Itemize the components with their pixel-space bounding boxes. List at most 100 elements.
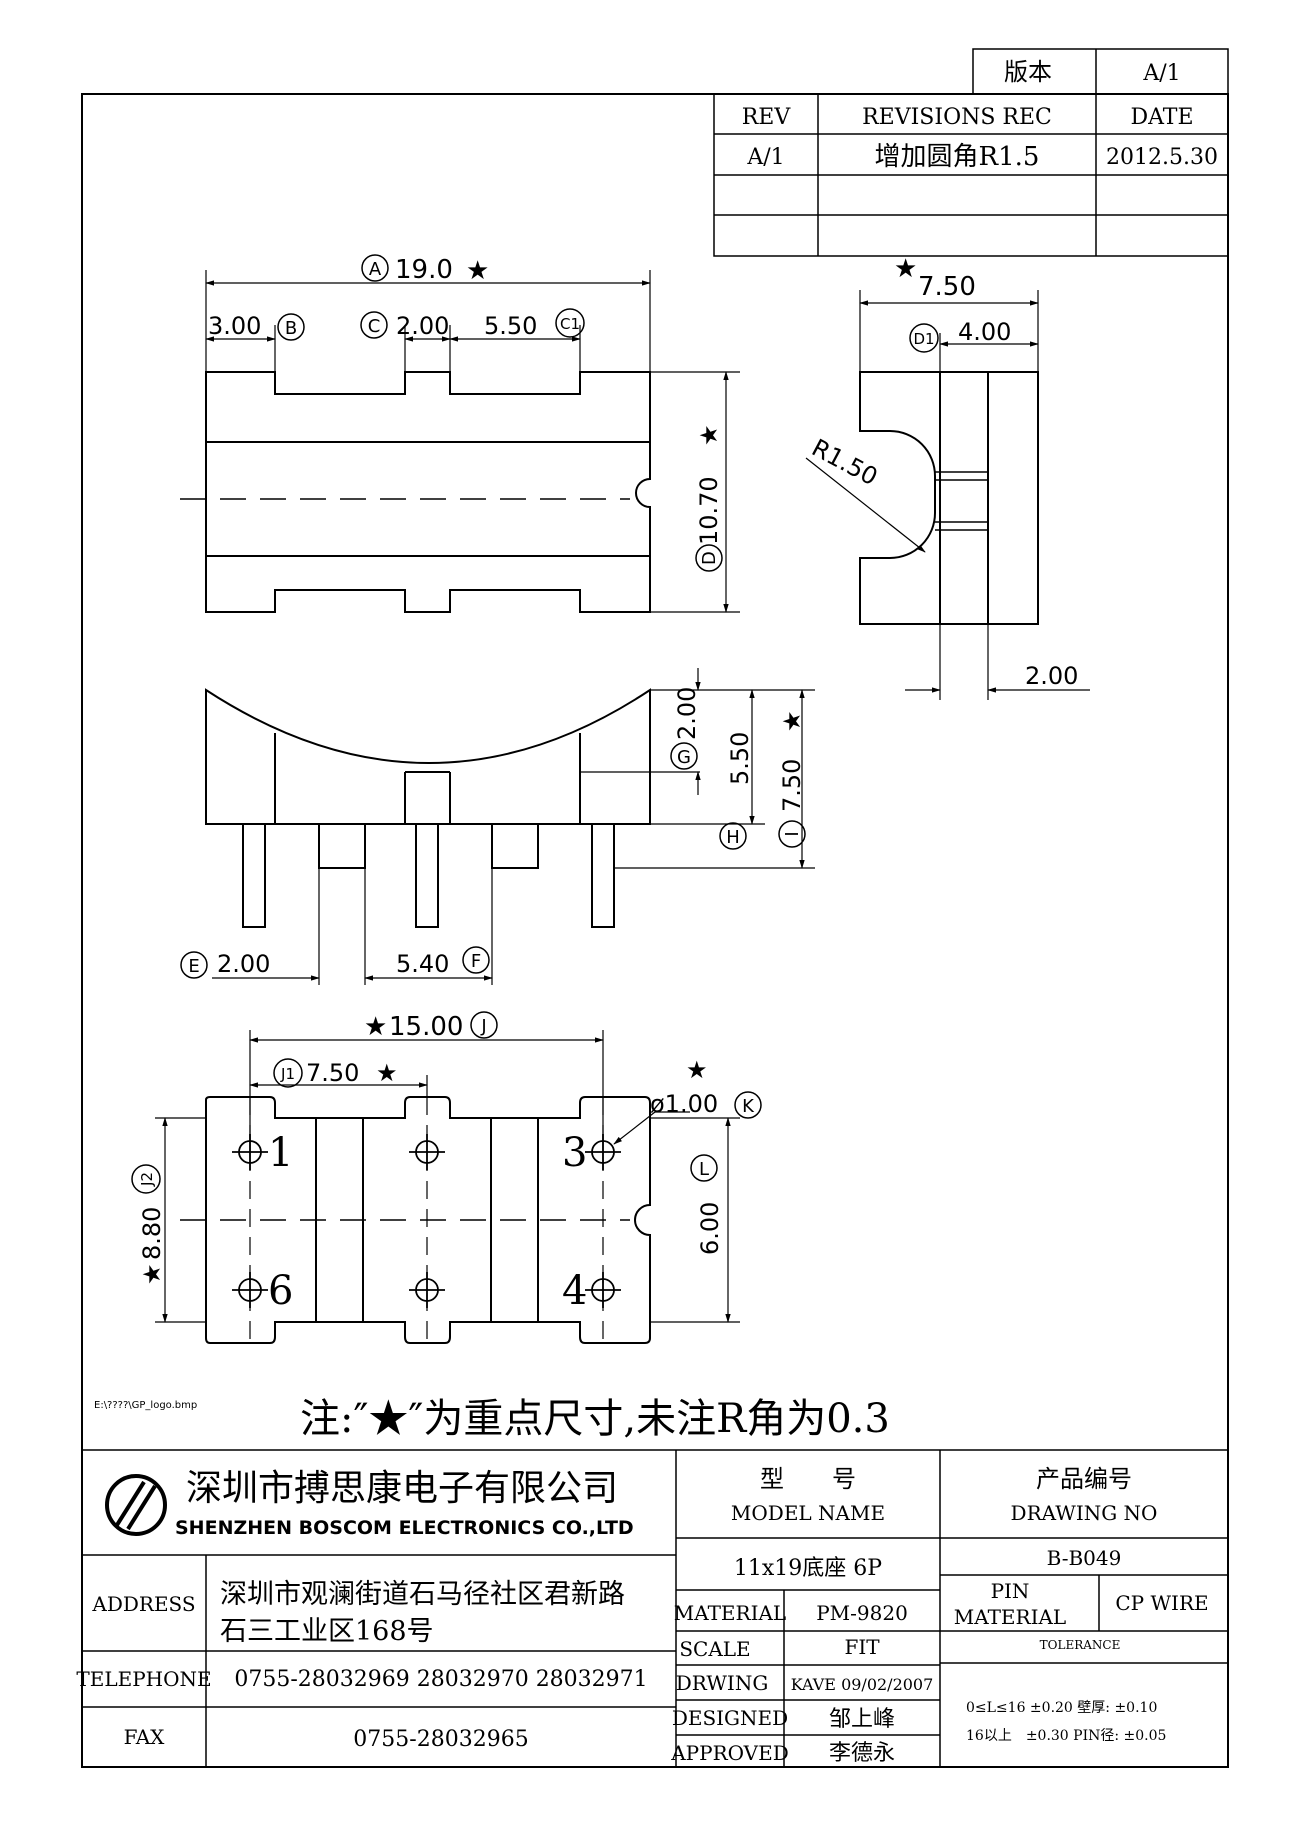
fax-value: 0755-28032965 [353, 1727, 528, 1752]
logo-file-path: E:\????\GP_logo.bmp [94, 1400, 197, 1411]
address-label: ADDRESS [91, 1592, 195, 1616]
label-D1-text: D1 [913, 330, 934, 348]
front-dim-I-star: ★ [778, 710, 806, 732]
label-G-text: G [677, 747, 691, 768]
tolerance-line2: 16以上 ±0.30 PIN径: ±0.05 [966, 1728, 1166, 1744]
bottom-dim-J2-value: 8.80 [138, 1207, 166, 1260]
label-J1-text: J1 [280, 1065, 295, 1083]
label-K: K [734, 1091, 762, 1119]
pin-material-label-line2: MATERIAL [954, 1605, 1066, 1629]
side-view-dimension-lines [805, 290, 1090, 700]
company-name-en: SHENZHEN BOSCOM ELECTRONICS CO.,LTD [175, 1517, 634, 1539]
material-value: PM-9820 [816, 1601, 908, 1625]
designed-value: 邹上峰 [829, 1707, 895, 1732]
bottom-dim-J1-value: 7.50 [306, 1059, 359, 1087]
bottom-dim-J1-star: ★ [376, 1059, 398, 1087]
label-E-text: E [188, 956, 199, 977]
label-A-text: A [369, 259, 382, 280]
company-logo [105, 1474, 167, 1536]
drawing-note: 注:″★″为重点尺寸,未注R角为0.3 [300, 1396, 890, 1442]
bottom-dim-K-value: ø1.00 [650, 1090, 718, 1118]
model-label-en: MODEL NAME [731, 1501, 885, 1525]
side-dim-bottom-value: 2.00 [1025, 662, 1078, 690]
model-label-cn: 型 号 [760, 1465, 856, 1493]
revision-row1-rec: 增加圆角R1.5 [875, 142, 1040, 172]
label-I: I [778, 820, 806, 848]
material-label: MATERIAL [674, 1601, 786, 1625]
revision-row1-rev: A/1 [746, 145, 784, 170]
pin-number-3: 3 [562, 1130, 587, 1176]
revision-header-rev: REV [742, 105, 792, 130]
label-J2: J2 [131, 1164, 161, 1194]
pin-number-6: 6 [268, 1268, 293, 1314]
side-dim-D1-value: 4.00 [958, 318, 1011, 346]
pin-number-1: 1 [268, 1130, 293, 1176]
label-C1-text: C1 [560, 315, 580, 333]
label-J2-text: J2 [138, 1172, 156, 1187]
front-view [205, 688, 651, 928]
bottom-dim-J-star: ★ [364, 1012, 387, 1042]
front-view-dimension-lines [212, 668, 815, 985]
revision-header-date: DATE [1130, 105, 1193, 130]
revision-header-rec: REVISIONS REC [862, 105, 1052, 130]
approved-label: APPROVED [670, 1741, 789, 1765]
scale-value: FIT [844, 1635, 880, 1659]
revision-row1-date: 2012.5.30 [1106, 145, 1218, 170]
label-H-text: H [726, 827, 740, 848]
side-dim-total-value: 7.50 [918, 272, 976, 302]
top-view-dimension-lines [205, 270, 740, 613]
label-F: F [462, 946, 490, 974]
dim-C-value: 2.00 [396, 312, 449, 340]
bottom-dim-J-value: 15.00 [389, 1012, 463, 1042]
approved-value: 李德永 [829, 1741, 895, 1766]
label-K-text: K [742, 1096, 755, 1117]
label-G: G [670, 742, 698, 770]
label-C: C [360, 311, 388, 339]
pin-holes [232, 1134, 621, 1308]
label-J-text: J [480, 1016, 486, 1037]
dim-D-value: 10.70 [695, 476, 723, 545]
drawing-frame [81, 93, 1229, 1768]
bottom-view-dimension-lines [155, 1030, 740, 1323]
dim-B-value: 3.00 [208, 312, 261, 340]
dim-A-star: ★ [466, 256, 489, 286]
pin-material-value: CP WIRE [1115, 1591, 1208, 1615]
address-line2: 石三工业区168号 [220, 1616, 434, 1647]
label-D1: D1 [909, 323, 939, 353]
label-J: J [470, 1011, 498, 1039]
label-I-text: I [782, 831, 803, 836]
tolerance-label: TOLERANCE [1040, 1638, 1121, 1652]
pin-material-label-line1: PIN [991, 1579, 1030, 1603]
side-view [859, 371, 1039, 625]
fax-label: FAX [124, 1725, 166, 1749]
label-L-text: L [699, 1159, 709, 1180]
label-B: B [277, 313, 305, 341]
company-name-cn: 深圳市搏思康电子有限公司 [186, 1468, 618, 1509]
drawing-no-label-cn: 产品编号 [1036, 1465, 1132, 1493]
drwing-label: DRWING [676, 1671, 769, 1695]
telephone-value: 0755-28032969 28032970 28032971 [234, 1667, 647, 1692]
label-D-text: D [699, 551, 720, 565]
version-label: 版本 [1004, 58, 1052, 86]
bottom-dim-J2-star: ★ [138, 1263, 166, 1285]
label-C1: C1 [555, 308, 585, 338]
label-L: L [690, 1154, 718, 1182]
label-E: E [180, 951, 208, 979]
label-A: A [361, 254, 389, 282]
label-J1: J1 [273, 1058, 303, 1088]
model-value: 11x19底座 6P [734, 1556, 882, 1581]
front-dim-I-value: 7.50 [778, 759, 806, 812]
drwing-value: KAVE 09/02/2007 [791, 1675, 934, 1694]
label-B-text: B [285, 318, 297, 339]
bottom-dim-L-value: 6.00 [696, 1202, 724, 1255]
version-value: A/1 [1142, 61, 1180, 86]
label-H: H [719, 822, 747, 850]
tolerance-line1: 0≤L≤16 ±0.20 壁厚: ±0.10 [966, 1700, 1157, 1716]
scale-label: SCALE [679, 1637, 750, 1661]
front-dim-E-value: 2.00 [217, 950, 270, 978]
address-line1: 深圳市观澜街道石马径社区君新路 [220, 1579, 625, 1610]
dim-D-star: ★ [695, 424, 723, 446]
side-radius-value: R1.50 [807, 434, 882, 492]
designed-label: DESIGNED [672, 1706, 788, 1730]
